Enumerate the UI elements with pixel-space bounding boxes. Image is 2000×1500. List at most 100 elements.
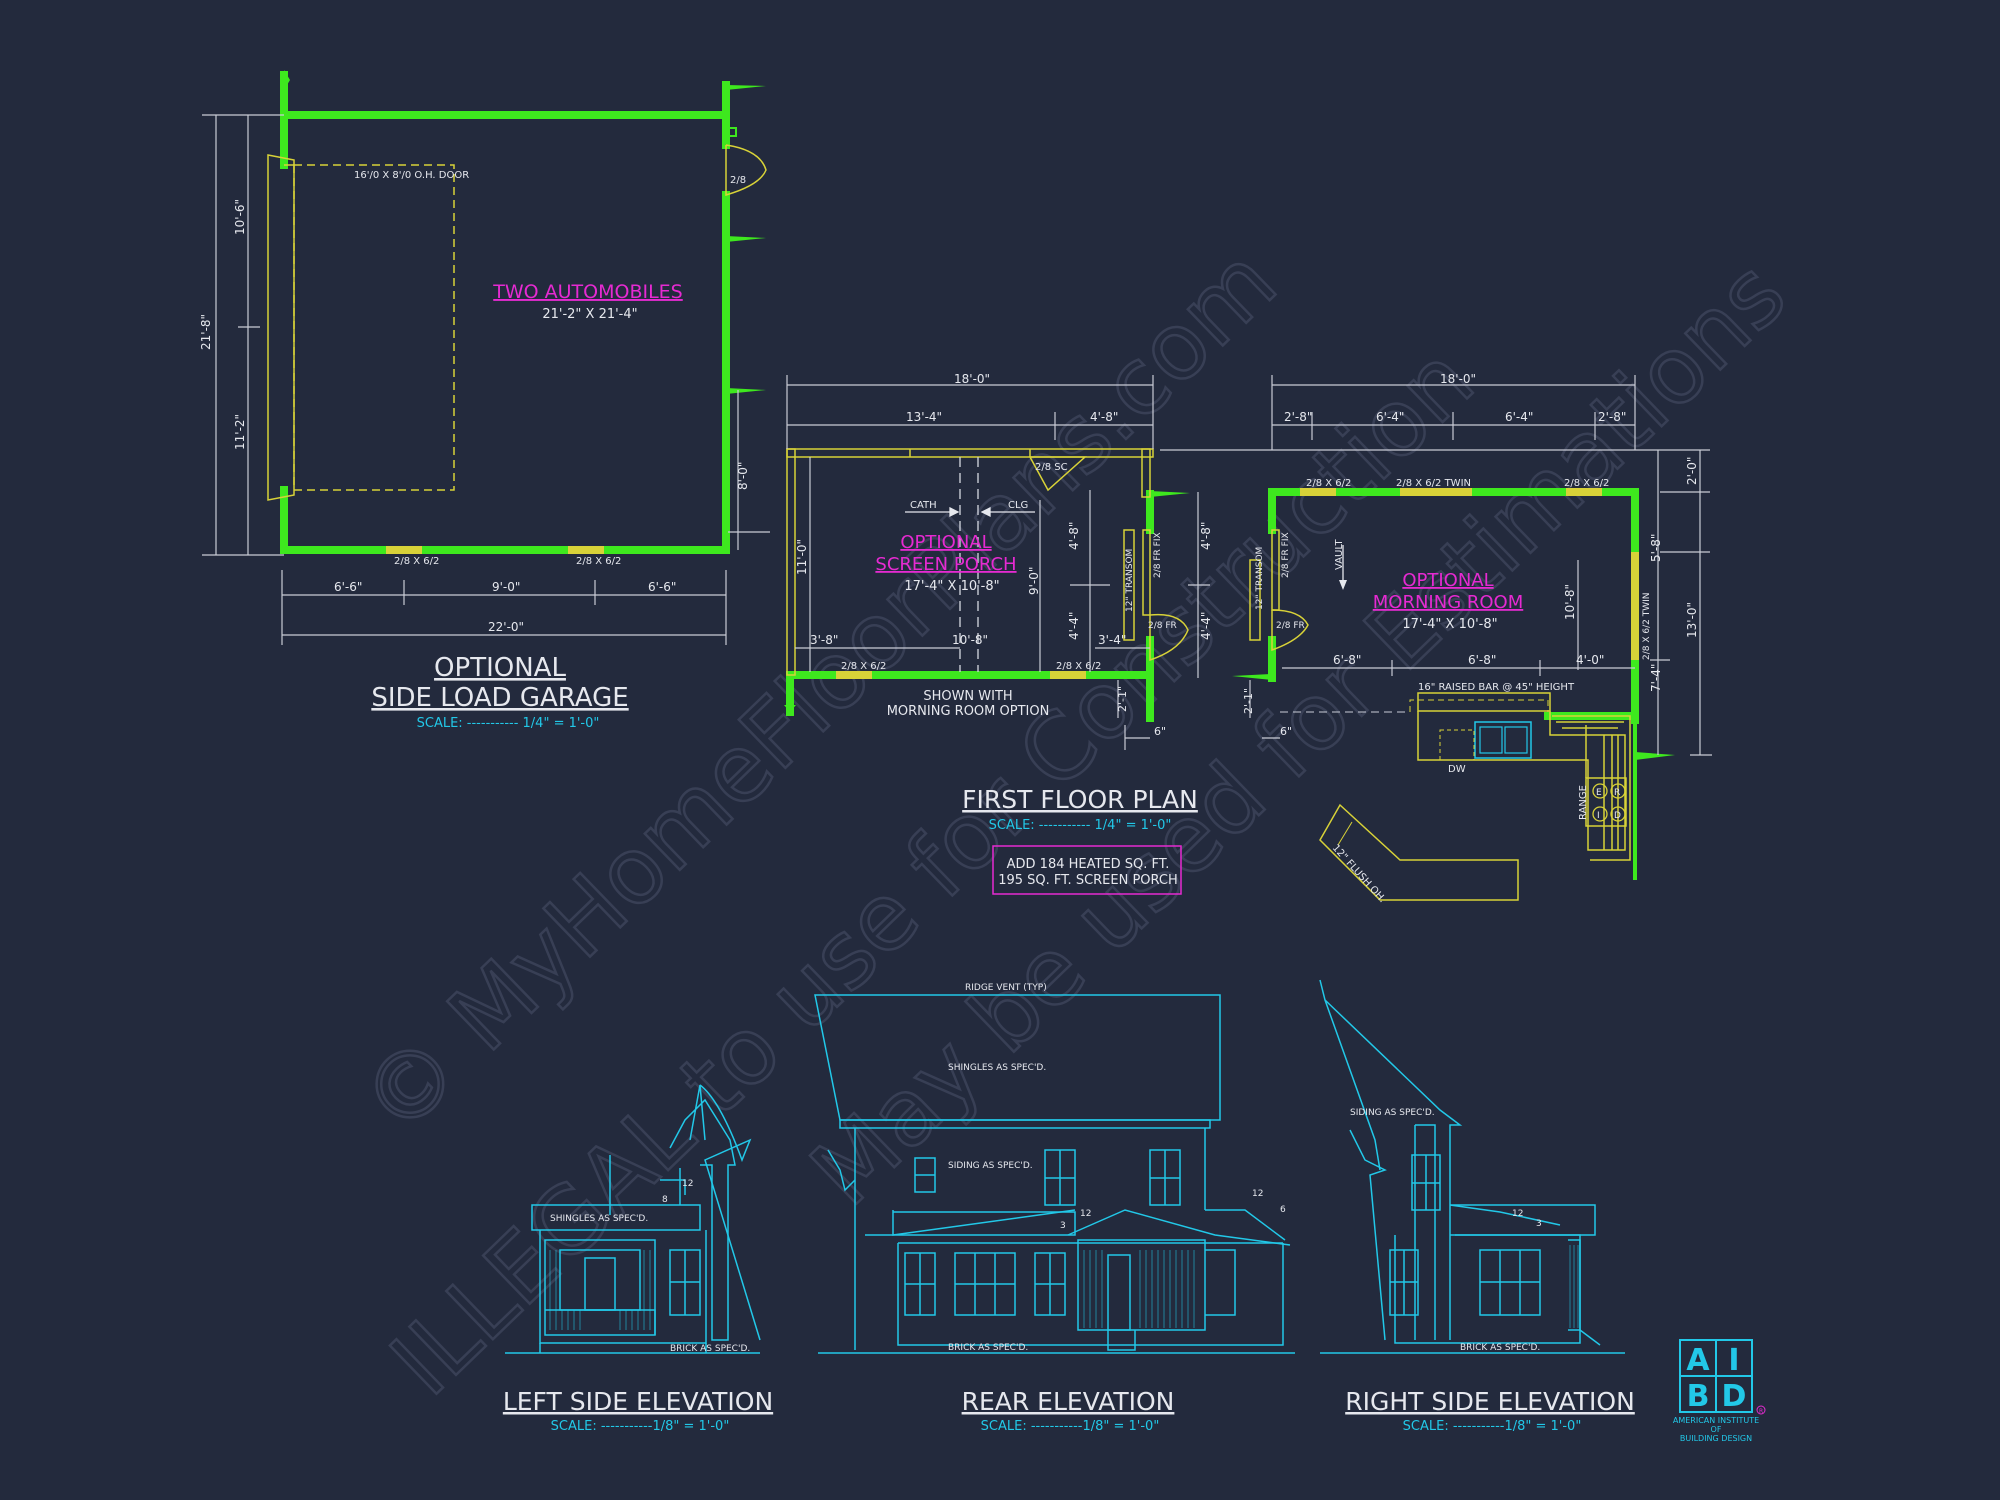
kitchen-sink	[1474, 721, 1532, 759]
garage-walls	[280, 71, 730, 554]
first-floor-title-block: FIRST FLOOR PLAN SCALE: ----------- 1/4"…	[962, 785, 1198, 895]
burner-2: R	[1614, 788, 1620, 798]
morning-dim-bottom-2: 6'-8"	[1468, 653, 1496, 667]
morning-dim-bottom-1: 6'-8"	[1333, 653, 1361, 667]
morning-fr-label: 2/8 FR	[1276, 621, 1305, 631]
porch-dim-r1: 4'-8"	[1067, 522, 1081, 550]
dishwasher-label: DW	[1448, 764, 1466, 775]
rear-elevation-screen	[1083, 1250, 1195, 1328]
morning-dim-step: 2'-1"	[1242, 688, 1255, 714]
porch-clg-label: CLG	[1008, 500, 1028, 511]
porch-closet-door	[1028, 456, 1087, 492]
screen-porch-plan: 2/8 SC CATH CLG OPTIONAL SCREEN PORCH 17…	[784, 372, 1190, 750]
morning-room-name-1: OPTIONAL	[1402, 570, 1493, 591]
aibd-logo: A I B D R AMERICAN INSTITUTE OF BUILDING…	[1673, 1339, 1766, 1443]
morning-window-1-label: 2/8 X 6/2	[1306, 478, 1351, 489]
rear-elevation-scale: SCALE: -----------1/8" = 1'-0"	[981, 1419, 1160, 1434]
garage-window-1-label: 2/8 X 6/2	[394, 556, 439, 567]
porch-dim-left: 11'-0"	[795, 539, 809, 575]
range-burners	[1592, 783, 1626, 822]
garage-entry-door-label: 2/8	[730, 175, 746, 186]
morning-dim-total: 18'-0"	[1440, 372, 1476, 386]
porch-cath-label: CATH	[910, 500, 937, 511]
garage-dim-right: 8'-0"	[736, 462, 750, 490]
morning-wall-tick-left	[1232, 674, 1272, 680]
porch-fix-label: 2/8 FR FIX	[1153, 532, 1163, 578]
morning-room-name-2: MORNING ROOM	[1373, 592, 1524, 613]
kitchen-sink-basin-1	[1479, 726, 1503, 754]
porch-wall-tick	[1150, 491, 1190, 497]
morning-window-twin-label: 2/8 X 6/2 TWIN	[1396, 478, 1471, 489]
rear-elevation-pitch-3: 3	[1060, 1221, 1066, 1231]
morning-window-side	[1631, 552, 1639, 660]
morning-room-plan: 2/8 X 6/2 2/8 X 6/2 TWIN 2/8 X 6/2 2/8 X…	[1160, 372, 1712, 905]
morning-dim-top-right: 2'-0"	[1685, 457, 1699, 485]
left-side-elevation	[505, 1084, 761, 1354]
right-elevation-siding: SIDING AS SPEC'D.	[1350, 1108, 1435, 1118]
overhead-door-outline	[293, 164, 455, 491]
morning-window-1	[1300, 488, 1336, 496]
garage-window-2	[568, 546, 604, 554]
logo-line-2: OF	[1711, 1425, 1722, 1434]
rear-elevation-title: REAR ELEVATION	[962, 1387, 1175, 1416]
porch-corner	[784, 705, 796, 712]
garage-plan: 16'/0 X 8'/0 O.H. DOOR 2/8 2/8 X 6/2 2/8…	[199, 70, 770, 731]
porch-dim-step: 2'-1"	[1116, 686, 1129, 712]
right-elevation-scale: SCALE: -----------1/8" = 1'-0"	[1403, 1419, 1582, 1434]
porch-window-1-label: 2/8 X 6/2	[841, 661, 886, 672]
garage-dim-bottom-3: 6'-6"	[648, 580, 676, 594]
garage-window-1	[386, 546, 422, 554]
rear-elevation-pitch-6: 6	[1280, 1205, 1286, 1215]
porch-room-size: 17'-4" X 10'-8"	[904, 579, 999, 594]
porch-window-2	[1050, 671, 1086, 679]
logo-letter-b: B	[1687, 1379, 1710, 1414]
porch-dim-r2: 4'-4"	[1067, 612, 1081, 640]
area-note-line-2: 195 SQ. FT. SCREEN PORCH	[998, 873, 1178, 888]
garage-room-size: 21'-2" X 21'-4"	[542, 307, 637, 322]
morning-dimension-lines	[1160, 375, 1712, 756]
porch-note-1: SHOWN WITH	[923, 689, 1012, 704]
garage-title-line-1: OPTIONAL	[434, 653, 566, 683]
logo-letter-d: D	[1722, 1379, 1747, 1414]
morning-dim-r2: 13'-0"	[1685, 602, 1699, 638]
rear-elevation-siding: SIDING AS SPEC'D.	[948, 1161, 1033, 1171]
morning-window-2	[1566, 488, 1602, 496]
rear-elevation-brick: BRICK AS SPEC'D.	[948, 1343, 1028, 1353]
first-floor-scale: SCALE: ----------- 1/4" = 1'-0"	[989, 818, 1172, 833]
left-elevation-screen	[549, 1250, 651, 1330]
right-elevation-pitch-3: 3	[1536, 1219, 1542, 1229]
porch-dim-bottom-left: 3'-8"	[810, 633, 838, 647]
porch-fixed-glass	[1142, 529, 1151, 616]
right-elevation-title: RIGHT SIDE ELEVATION	[1345, 1387, 1635, 1416]
kitchen-sink-basin-2	[1504, 726, 1528, 754]
morning-wall-tick-right	[1635, 752, 1675, 760]
porch-dim-6: 6"	[1154, 725, 1166, 738]
right-side-elevation	[1319, 979, 1625, 1354]
porch-window-2-label: 2/8 X 6/2	[1056, 661, 1101, 672]
morning-dim-6: 6"	[1280, 725, 1292, 738]
garage-window-2-label: 2/8 X 6/2	[576, 556, 621, 567]
overhead-door-track	[267, 154, 295, 501]
porch-screen-frame	[786, 448, 1154, 676]
morning-dim-r1: 5'-8"	[1649, 534, 1663, 562]
porch-ceiling-arrows	[905, 506, 1035, 518]
kitchen-bar-edge	[1409, 699, 1549, 762]
morning-dim-d: 2'-8"	[1598, 410, 1626, 424]
rear-elevation	[814, 994, 1295, 1354]
porch-french-door	[1149, 613, 1189, 662]
range-label: RANGE	[1578, 785, 1589, 820]
left-elevation-pitch-b: 8	[662, 1195, 668, 1205]
first-floor-title: FIRST FLOOR PLAN	[962, 785, 1198, 814]
burner-4: D	[1614, 811, 1621, 821]
left-elevation-scale: SCALE: -----------1/8" = 1'-0"	[551, 1419, 730, 1434]
dishwasher	[1439, 729, 1475, 761]
area-note-box	[992, 845, 1182, 895]
porch-beams	[959, 457, 979, 672]
kitchen-island	[1319, 803, 1519, 901]
ridge-vent-label: RIDGE VENT (TYP)	[965, 983, 1047, 993]
right-elevation-screen	[1569, 1245, 1579, 1328]
logo-line-1: AMERICAN INSTITUTE	[1673, 1416, 1759, 1425]
porch-closet-label: 2/8 SC	[1035, 462, 1068, 473]
porch-dim-total: 18'-0"	[954, 372, 990, 386]
left-elevation-title: LEFT SIDE ELEVATION	[503, 1387, 773, 1416]
